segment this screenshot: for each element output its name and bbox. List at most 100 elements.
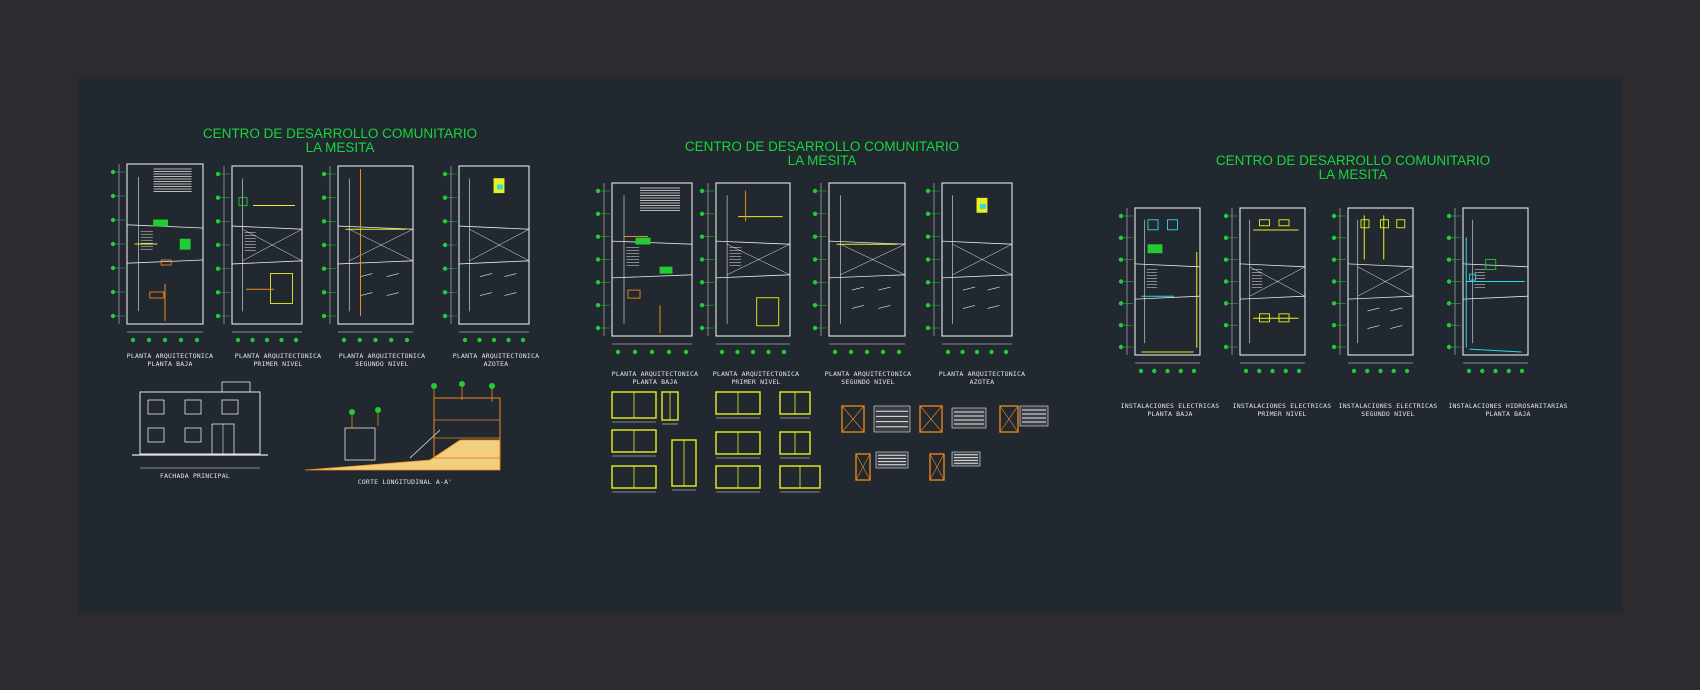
grid-axis-bubble xyxy=(1003,349,1009,355)
plan-accent xyxy=(497,184,503,190)
grid-axis-bubble xyxy=(442,313,448,319)
grid-axis-bubble xyxy=(1331,213,1337,219)
grid-axis-bubble xyxy=(442,219,448,224)
sheet-1-title-line1: CENTRO DE DESARROLLO COMUNITARIO xyxy=(202,126,478,141)
grid-axis-bubble xyxy=(442,242,448,248)
grid-axis-bubble xyxy=(321,290,327,295)
s1-plan-4-label-line2: AZOTEA xyxy=(483,360,509,368)
section-tree xyxy=(489,383,495,389)
plan-wall xyxy=(941,240,1013,245)
grid-axis-bubble xyxy=(146,337,152,343)
s3-plan-3-label-line2: SEGUNDO NIVEL xyxy=(1361,410,1415,418)
s2-plan-4-label-line2: AZOTEA xyxy=(969,378,995,386)
sheet-2-title: CENTRO DE DESARROLLO COMUNITARIO LA MESI… xyxy=(672,140,972,168)
grid-axis-bubble xyxy=(1223,213,1229,219)
grid-axis-bubble xyxy=(1331,279,1337,284)
s1-plan-2-label-line1: PLANTA ARQUITECTONICA xyxy=(234,352,322,360)
grid-axis-bubble xyxy=(1466,368,1472,374)
grid-axis-bubble xyxy=(442,266,448,271)
plan-void-x xyxy=(840,243,906,276)
detail-spec-table xyxy=(951,407,987,429)
section-building xyxy=(433,397,501,459)
grid-axis-bubble xyxy=(321,195,327,200)
s3-plan-1-label-line1: INSTALACIONES ELECTRICAS xyxy=(1120,402,1220,410)
plan-outline xyxy=(126,163,204,325)
grid-axis-bubble xyxy=(357,337,362,343)
plan-wall xyxy=(1239,263,1306,268)
grid-axis-bubble xyxy=(1118,279,1124,284)
plan-wall xyxy=(231,260,303,265)
grid-axis-bubble xyxy=(735,349,740,355)
grid-axis-bubble xyxy=(699,280,705,285)
s2-plan-3-label: PLANTA ARQUITECTONICA SEGUNDO NIVEL xyxy=(818,370,918,386)
detail-door xyxy=(929,453,945,481)
plan-accent xyxy=(149,291,165,299)
detail-spec-table xyxy=(951,451,981,467)
plan-slope-arrow xyxy=(878,286,891,291)
grid-axis-bubble xyxy=(781,349,787,355)
plan-outline xyxy=(611,182,693,337)
s3-plan-2-label-line2: PRIMER NIVEL xyxy=(1257,410,1307,418)
grid-axis-bubble xyxy=(595,257,601,262)
plan-slope-arrow xyxy=(962,305,976,309)
grid-axis-bubble xyxy=(666,349,672,355)
grid-axis-bubble xyxy=(812,257,818,262)
grid-axis-bubble xyxy=(812,325,818,331)
grid-axis-bubble xyxy=(1283,368,1288,374)
grid-axis-bubble xyxy=(812,188,818,194)
sheet-1-title-line2: LA MESITA xyxy=(305,140,375,155)
detail-door-swing xyxy=(929,453,945,481)
s1-plan-2-label: PLANTA ARQUITECTONICA PRIMER NIVEL xyxy=(228,352,328,368)
grid-axis-bubble xyxy=(1446,235,1452,241)
section-stair xyxy=(409,429,441,459)
grid-axis-bubble xyxy=(595,211,601,217)
grid-axis-bubble xyxy=(215,313,221,319)
plan-slope-arrow xyxy=(1390,325,1403,329)
grid-axis-bubble xyxy=(110,265,116,271)
grid-axis-bubble xyxy=(293,337,299,343)
grid-axis-bubble xyxy=(880,349,886,355)
s1-plan-1-label-line1: PLANTA ARQUITECTONICA xyxy=(126,352,214,360)
grid-axis-bubble xyxy=(1351,368,1357,374)
s1-facade-label: FACHADA PRINCIPAL xyxy=(150,472,240,480)
plan-outline xyxy=(941,182,1013,337)
plan-slope-arrow xyxy=(1367,325,1380,329)
grid-axis-bubble xyxy=(632,349,638,355)
grid-axis-bubble xyxy=(1118,344,1124,350)
grid-axis-bubble xyxy=(649,349,655,355)
grid-axis-bubble xyxy=(1446,322,1452,328)
grid-axis-bubble xyxy=(925,257,931,262)
plan-outline xyxy=(828,182,906,337)
grid-axis-bubble xyxy=(442,195,448,200)
grid-axis-bubble xyxy=(974,349,980,355)
grid-axis-bubble xyxy=(925,188,931,194)
s2-plan-4-label-line1: PLANTA ARQUITECTONICA xyxy=(938,370,1026,378)
grid-axis-bubble xyxy=(1270,368,1275,374)
plan-outline xyxy=(458,165,530,325)
plan-accent xyxy=(659,266,673,274)
grid-axis-bubble xyxy=(215,266,221,271)
plan-accent xyxy=(1396,219,1406,229)
grid-axis-bubble xyxy=(1391,368,1396,374)
grid-axis-bubble xyxy=(110,193,116,199)
grid-axis-bubble xyxy=(925,280,931,285)
s1-plan-1-label: PLANTA ARQUITECTONICA PLANTA BAJA xyxy=(120,352,220,368)
grid-axis-bubble xyxy=(1118,257,1124,262)
grid-axis-bubble xyxy=(1138,368,1144,374)
s1-plan-4-label-line1: PLANTA ARQUITECTONICA xyxy=(452,352,540,360)
grid-axis-bubble xyxy=(699,234,705,239)
plan-slope-arrow xyxy=(386,273,399,277)
plan-wall xyxy=(337,260,414,265)
grid-axis-bubble xyxy=(1331,235,1337,241)
plan-accent xyxy=(179,238,191,250)
detail-door-swing xyxy=(999,405,1019,433)
s2-plan-1-label: PLANTA ARQUITECTONICA PLANTA BAJA xyxy=(605,370,705,386)
grid-axis-bubble xyxy=(1404,368,1410,374)
grid-axis-bubble xyxy=(1378,368,1383,374)
section-terrain xyxy=(304,439,501,471)
grid-axis-bubble xyxy=(215,195,221,200)
plan-void-x xyxy=(1249,266,1306,297)
plan-accent xyxy=(1360,219,1370,229)
grid-axis-bubble xyxy=(373,337,378,343)
